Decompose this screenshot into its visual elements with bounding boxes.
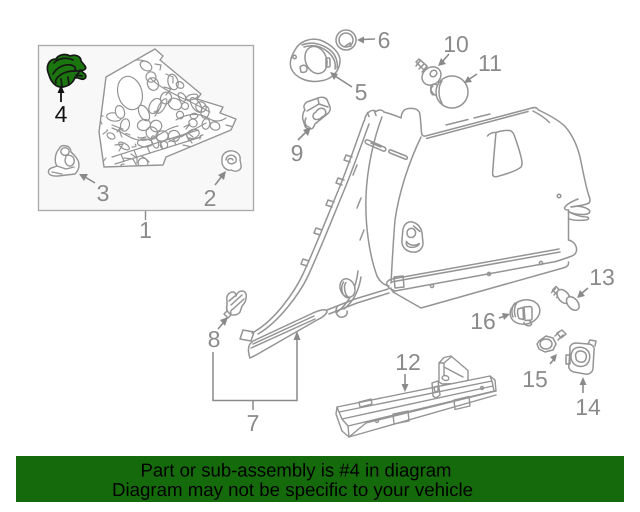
- svg-text:Part or sub-assembly is #4 in: Part or sub-assembly is #4 in diagram: [141, 460, 452, 481]
- svg-text:13: 13: [589, 264, 615, 290]
- svg-text:7: 7: [247, 410, 260, 436]
- svg-text:Diagram may not be specific to: Diagram may not be specific to your vehi…: [112, 479, 473, 500]
- svg-text:14: 14: [575, 394, 601, 420]
- svg-text:6: 6: [378, 27, 391, 53]
- svg-text:1: 1: [139, 217, 152, 243]
- svg-text:12: 12: [395, 349, 421, 375]
- svg-text:16: 16: [470, 308, 496, 334]
- svg-text:10: 10: [443, 31, 469, 57]
- svg-text:3: 3: [97, 180, 110, 206]
- svg-text:8: 8: [208, 326, 221, 352]
- svg-text:4: 4: [55, 101, 68, 127]
- svg-text:2: 2: [204, 185, 217, 211]
- svg-text:11: 11: [478, 50, 502, 76]
- svg-text:15: 15: [522, 366, 548, 392]
- svg-text:9: 9: [291, 140, 304, 166]
- svg-text:5: 5: [355, 79, 368, 105]
